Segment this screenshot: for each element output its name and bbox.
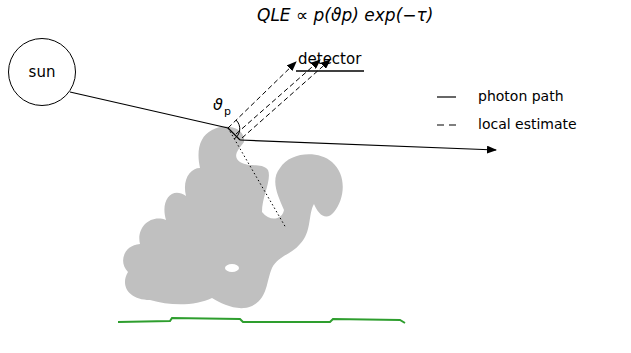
formula-title: QLE ∝ p(ϑp) exp(−τ) xyxy=(257,6,433,25)
photon-path xyxy=(70,92,228,128)
local-estimate xyxy=(228,62,296,128)
cloud-shape xyxy=(123,126,343,308)
angle-arc xyxy=(234,120,240,139)
sun-circle: sun xyxy=(8,38,76,106)
legend-dashed-sample xyxy=(437,124,456,125)
legend-text: local estimate xyxy=(478,117,577,132)
dotted-extension xyxy=(228,128,286,228)
angle-subscript: p xyxy=(224,106,231,118)
legend-solid-sample xyxy=(437,96,456,97)
node-label: sun xyxy=(29,63,56,81)
photon-path xyxy=(240,140,496,150)
legend-text: photon path xyxy=(478,89,564,104)
ground-line xyxy=(118,318,405,323)
detector-line xyxy=(296,70,364,71)
angle-symbol: ϑ xyxy=(213,96,223,114)
detector-label: detector xyxy=(298,51,361,68)
local-estimate xyxy=(242,60,330,138)
cloud-hole xyxy=(225,264,239,272)
